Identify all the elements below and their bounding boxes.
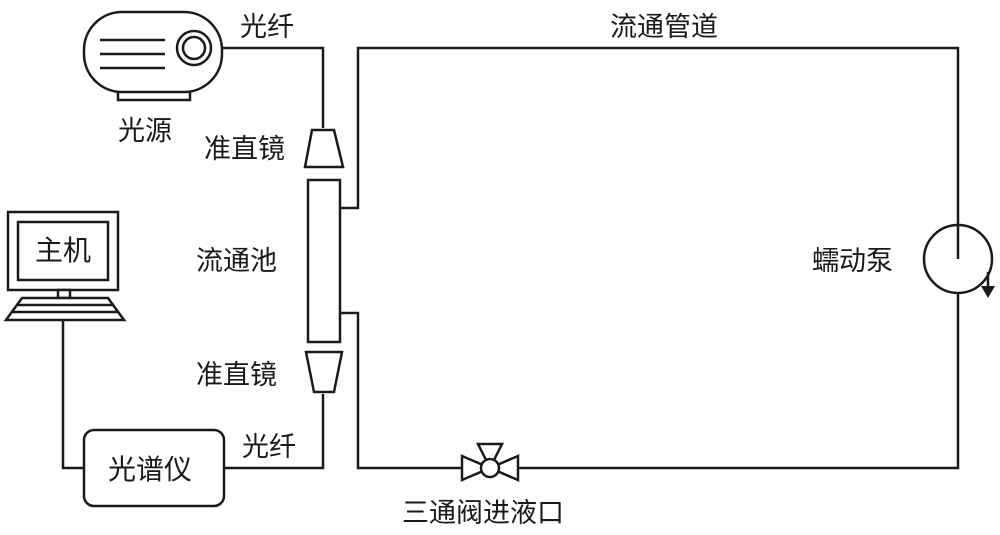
- pipeline-right-lower: [518, 290, 960, 470]
- collimator-top-label: 准直镜: [204, 134, 285, 165]
- host-label: 主机: [35, 234, 91, 267]
- pipeline-lower-left: [340, 311, 462, 470]
- collimator-bottom-icon: [304, 350, 344, 394]
- peristaltic-pump-icon: [922, 223, 995, 298]
- flow-cell-icon: [306, 178, 342, 344]
- valve-label: 三通阀进液口: [402, 498, 564, 529]
- three-way-valve-icon: [460, 442, 520, 482]
- pipeline-upper: [340, 46, 960, 228]
- light-source-label: 光源: [118, 116, 172, 147]
- spectrometer-box: [82, 428, 226, 508]
- collimator-top-icon: [303, 128, 345, 169]
- host-computer-icon: [3, 210, 127, 322]
- host-to-spectrometer-line: [61, 320, 84, 470]
- fiber-top-label: 光纤: [240, 12, 294, 43]
- spectrometer-label: 光谱仪: [108, 453, 192, 486]
- fiber-top-line: [222, 46, 325, 128]
- light-source-icon: [82, 10, 224, 102]
- fiber-bottom-label: 光纤: [242, 432, 296, 463]
- fiber-bottom-line: [225, 394, 325, 470]
- flow-cell-label: 流通池: [196, 246, 277, 277]
- pipeline-label: 流通管道: [610, 12, 718, 43]
- collimator-bottom-label: 准直镜: [196, 360, 277, 391]
- pump-label: 蠕动泵: [812, 246, 893, 277]
